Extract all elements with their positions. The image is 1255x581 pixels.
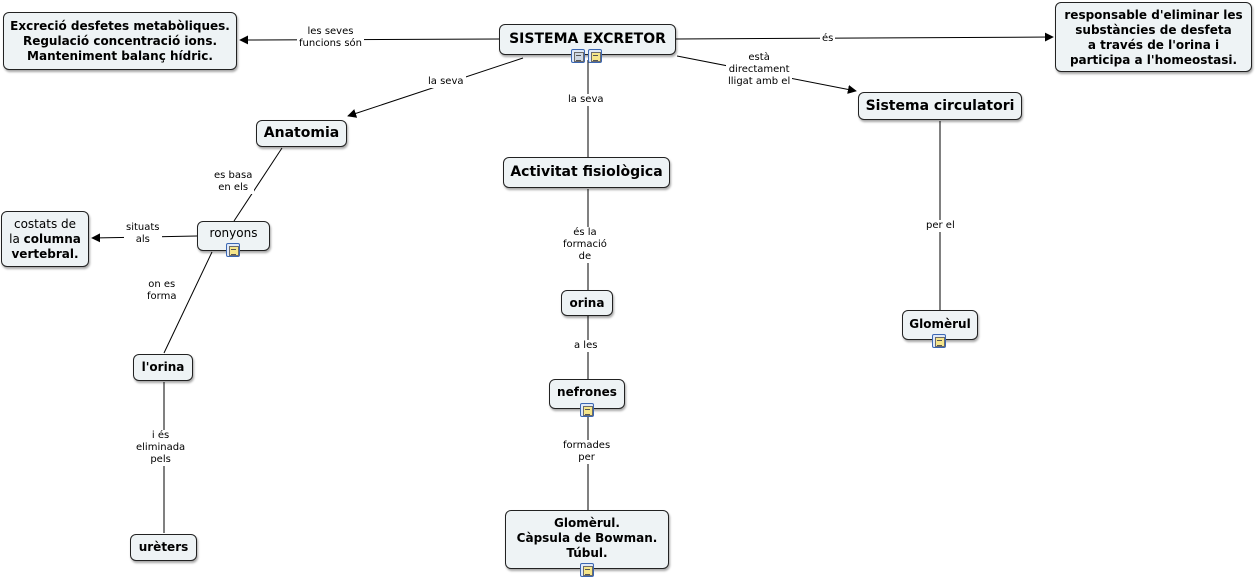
link-label-a-les: a les bbox=[572, 340, 600, 352]
document-icon[interactable] bbox=[932, 334, 946, 348]
node-lorina[interactable]: l'orina bbox=[133, 354, 193, 381]
document-icon[interactable] bbox=[580, 403, 594, 417]
node-responsable[interactable]: responsable d'eliminar les substàncies d… bbox=[1055, 2, 1252, 72]
link-ronyons bbox=[233, 147, 283, 222]
document-icon[interactable] bbox=[588, 49, 602, 63]
link-lorina bbox=[163, 251, 213, 354]
concept-map-icon[interactable] bbox=[571, 49, 585, 63]
link-responsable bbox=[675, 32, 1054, 42]
document-icon[interactable] bbox=[226, 243, 240, 257]
node-anatomia[interactable]: Anatomia bbox=[256, 120, 347, 147]
node-activitat-fisiologica[interactable]: Activitat fisiològica bbox=[503, 157, 670, 188]
node-sistema-circulatori[interactable]: Sistema circulatori bbox=[858, 92, 1022, 120]
link-label-per-el: per el bbox=[924, 220, 957, 232]
link-label-la-seva-anatomia: la seva bbox=[426, 76, 466, 88]
link-label-la-seva-activitat: la seva bbox=[566, 94, 606, 106]
node-funcions[interactable]: Excreció desfetes metabòliques. Regulaci… bbox=[3, 12, 237, 70]
node-sistema-excretor[interactable]: SISTEMA EXCRETOR bbox=[499, 24, 676, 55]
document-icon[interactable] bbox=[580, 563, 594, 577]
link-label-es: és bbox=[820, 33, 836, 45]
node-glomerul-capsula-tubul[interactable]: Glomèrul. Càpsula de Bowman. Túbul. bbox=[505, 510, 669, 569]
node-ureters[interactable]: urèters bbox=[130, 534, 197, 561]
node-orina[interactable]: orina bbox=[561, 290, 613, 316]
node-costats-columna[interactable]: costats de la columna vertebral. bbox=[1, 211, 89, 267]
link-funcions bbox=[239, 35, 501, 45]
